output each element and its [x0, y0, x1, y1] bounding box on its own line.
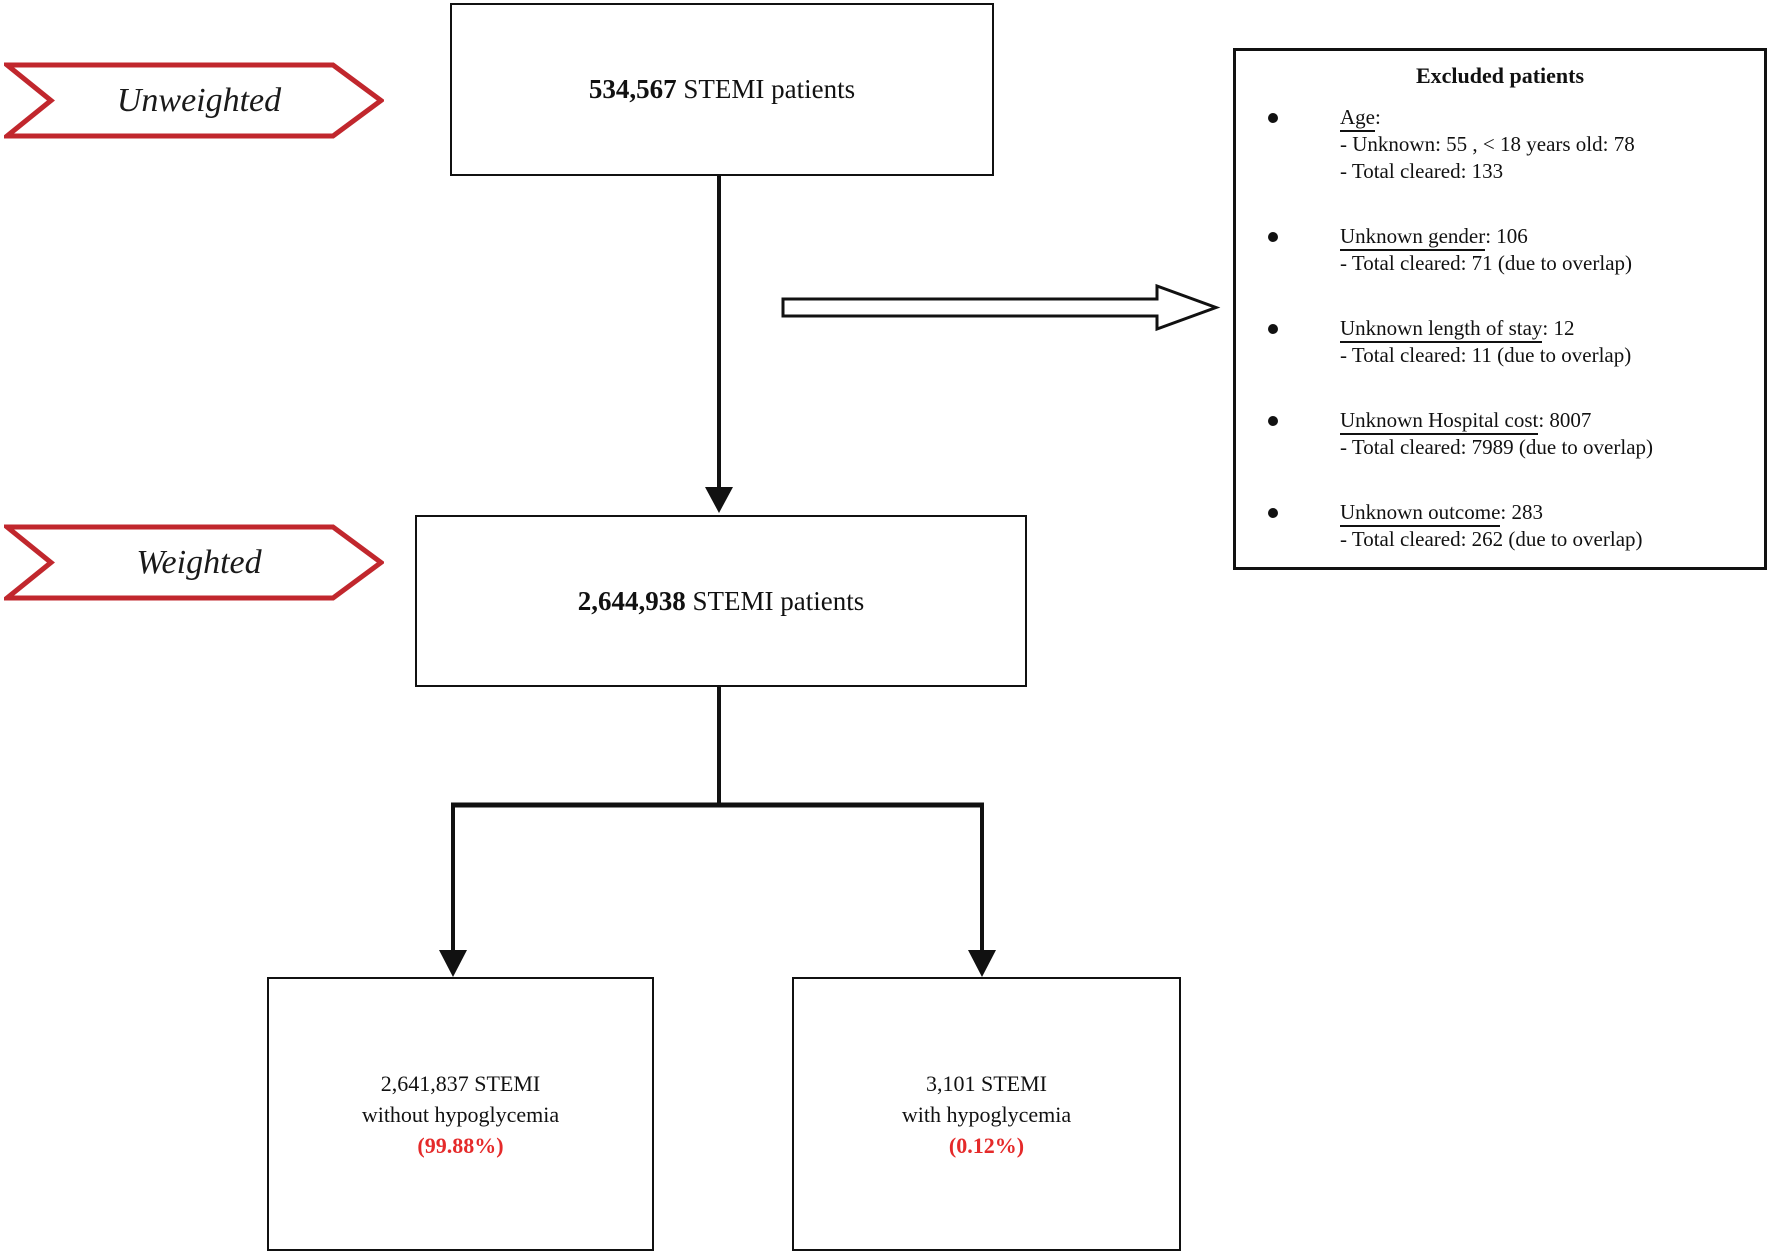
with-hypoglycemia-box: 3,101 STEMI with hypoglycemia (0.12%): [792, 977, 1181, 1251]
excluded-item-head: Age:: [1340, 104, 1764, 132]
total-patients-count: 534,567: [588, 74, 677, 104]
weighted-banner-shape: [4, 524, 384, 601]
weighted-patients-count: 2,644,938: [577, 585, 686, 616]
excluded-item-gender: Unknown gender: 106 - Total cleared: 71 …: [1236, 223, 1764, 277]
excluded-item-outcome: Unknown outcome: 283 - Total cleared: 26…: [1236, 499, 1764, 553]
weighted-patients-label: STEMI patients: [692, 585, 865, 616]
unweighted-banner-shape: [4, 62, 384, 139]
arrow-to-right-box-head: [968, 950, 996, 977]
arrow-to-excluded: [781, 283, 1221, 332]
unweighted-banner: Unweighted: [4, 62, 384, 139]
excluded-item-hospital-cost: Unknown Hospital cost: 8007 - Total clea…: [1236, 407, 1764, 461]
without-hypoglycemia-box: 2,641,837 STEMI without hypoglycemia (99…: [267, 977, 654, 1251]
without-hypoglycemia-label: without hypoglycemia: [361, 1101, 560, 1127]
bullet-icon: [1268, 113, 1278, 123]
excluded-item-detail: - Total cleared: 7989 (due to overlap): [1340, 435, 1654, 459]
excluded-item-detail: - Total cleared: 71 (due to overlap): [1340, 251, 1633, 275]
excluded-item-detail: - Unknown: 55 , < 18 years old: 78: [1340, 132, 1635, 156]
with-hypoglycemia-percent: (0.12%): [948, 1132, 1025, 1158]
weighted-patients-text: 2,644,938 STEMI patients: [578, 586, 864, 617]
excluded-title: Excluded patients: [1415, 63, 1585, 88]
bullet-icon: [1268, 508, 1278, 518]
excluded-item-age: Age: - Unknown: 55 , < 18 years old: 78 …: [1236, 104, 1764, 185]
total-patients-box: 534,567 STEMI patients: [450, 3, 994, 176]
weighted-banner: Weighted: [4, 524, 384, 601]
unweighted-banner-label: Unweighted: [116, 81, 282, 119]
bullet-icon: [1268, 416, 1278, 426]
total-patients-text: 534,567 STEMI patients: [589, 74, 855, 105]
with-hypoglycemia-label: with hypoglycemia: [901, 1101, 1072, 1127]
excluded-patients-box: Excluded patients Age: - Unknown: 55 , <…: [1233, 48, 1767, 570]
excluded-item-head: Unknown gender: 106: [1340, 223, 1764, 251]
excluded-item-detail: - Total cleared: 11 (due to overlap): [1340, 343, 1632, 367]
excluded-item-detail: - Total cleared: 262 (due to overlap): [1340, 527, 1643, 551]
arrow-top-to-middle-head: [705, 487, 733, 513]
excluded-item-detail: - Total cleared: 133: [1340, 159, 1504, 183]
weighted-patients-box: 2,644,938 STEMI patients: [415, 515, 1027, 687]
excluded-item-head: Unknown Hospital cost: 8007: [1340, 407, 1764, 435]
excluded-item-length-of-stay: Unknown length of stay: 12 - Total clear…: [1236, 315, 1764, 369]
weighted-banner-label: Weighted: [136, 543, 262, 581]
without-hypoglycemia-count: 2,641,837 STEMI: [380, 1070, 541, 1096]
total-patients-label: STEMI patients: [683, 74, 856, 104]
bullet-icon: [1268, 232, 1278, 242]
excluded-item-head: Unknown outcome: 283: [1340, 499, 1764, 527]
excluded-item-head: Unknown length of stay: 12: [1340, 315, 1764, 343]
bullet-icon: [1268, 324, 1278, 334]
without-hypoglycemia-percent: (99.88%): [417, 1132, 504, 1158]
arrow-to-left-box-head: [439, 950, 467, 977]
with-hypoglycemia-count: 3,101 STEMI: [926, 1070, 1047, 1096]
